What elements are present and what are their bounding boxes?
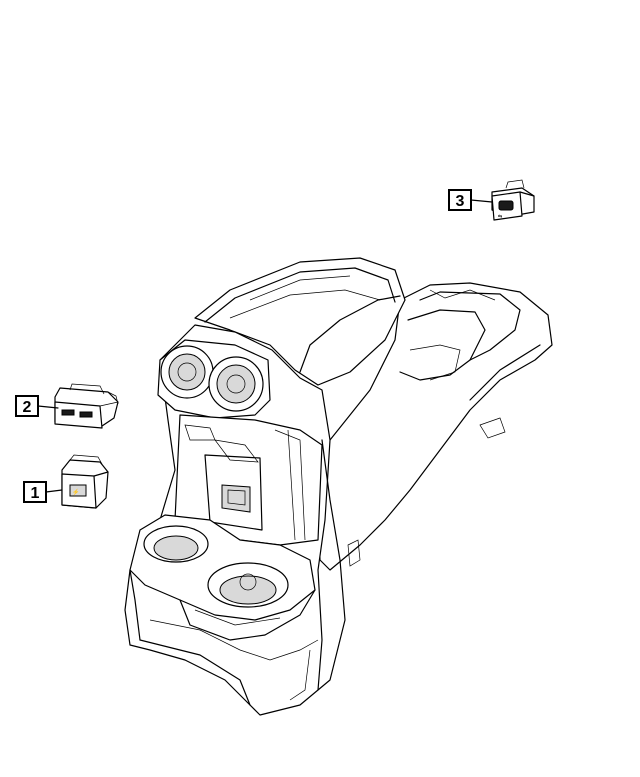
callout-1: 1 bbox=[23, 481, 63, 503]
callout-3-leader bbox=[470, 199, 493, 203]
center-console bbox=[124, 257, 553, 716]
usb-port-single: ⇆ bbox=[491, 179, 535, 221]
callout-3: 3 bbox=[448, 189, 493, 211]
callout-2-label: 2 bbox=[23, 399, 32, 416]
svg-text:⚡: ⚡ bbox=[72, 488, 79, 496]
usb-charging-port: ⚡ bbox=[61, 454, 109, 509]
usb-port-dual bbox=[54, 383, 119, 429]
callout-3-label: 3 bbox=[456, 193, 465, 210]
callout-1-label: 1 bbox=[31, 485, 40, 502]
callout-2-leader bbox=[37, 405, 59, 409]
svg-text:⇆: ⇆ bbox=[498, 214, 502, 220]
callout-2: 2 bbox=[15, 395, 59, 417]
callout-1-leader bbox=[45, 489, 63, 493]
